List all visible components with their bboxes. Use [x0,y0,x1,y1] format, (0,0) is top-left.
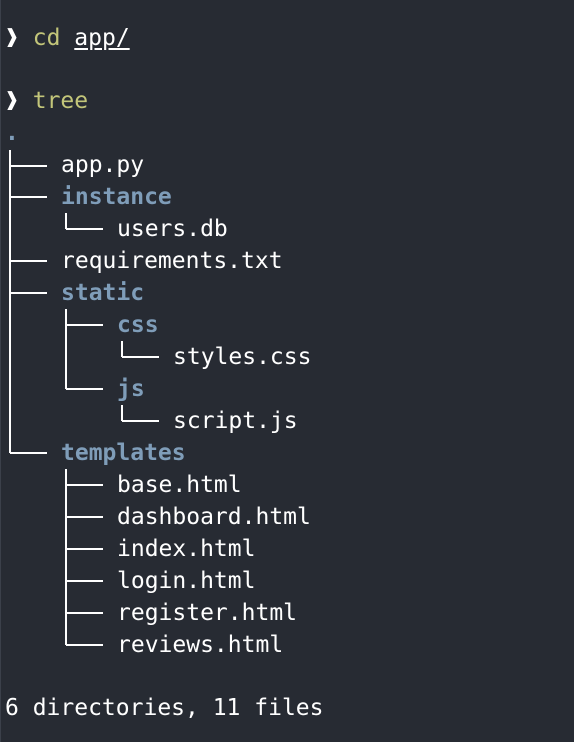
tree-file-index-html: index.html [117,536,256,562]
command-name: cd [32,25,61,51]
prompt-icon: ❱ [5,25,19,51]
tree-file-dashboard-html: dashboard.html [117,504,311,530]
tree-file-register-html: register.html [117,600,298,626]
tree-file-reviews-html: reviews.html [117,632,284,658]
tree-dir-instance: instance [61,184,172,210]
tree-dir-css: css [117,312,159,338]
tree-summary: 6 directories, 11 files [5,695,324,721]
tree-file-script-js: script.js [173,408,298,434]
tree-dir-js: js [117,376,145,402]
tree-dir-templates: templates [61,440,186,466]
tree-dir-static: static [61,280,145,306]
tree-file-styles-css: styles.css [173,344,312,370]
tree-root: . [5,120,19,146]
prompt-icon: ❱ [5,88,19,114]
command-argument-path[interactable]: app/ [74,25,130,51]
command-name: tree [32,88,89,114]
tree-file-base-html: base.html [117,472,242,498]
tree-file-login-html: login.html [117,568,256,594]
tree-file-users-db: users.db [117,216,228,242]
command-line-cd: ❱ cd app/ [5,22,130,54]
command-line-tree: ❱ tree [5,85,88,117]
tree-file-requirements-txt: requirements.txt [61,248,283,274]
tree-file-app-py: app.py [61,152,145,178]
